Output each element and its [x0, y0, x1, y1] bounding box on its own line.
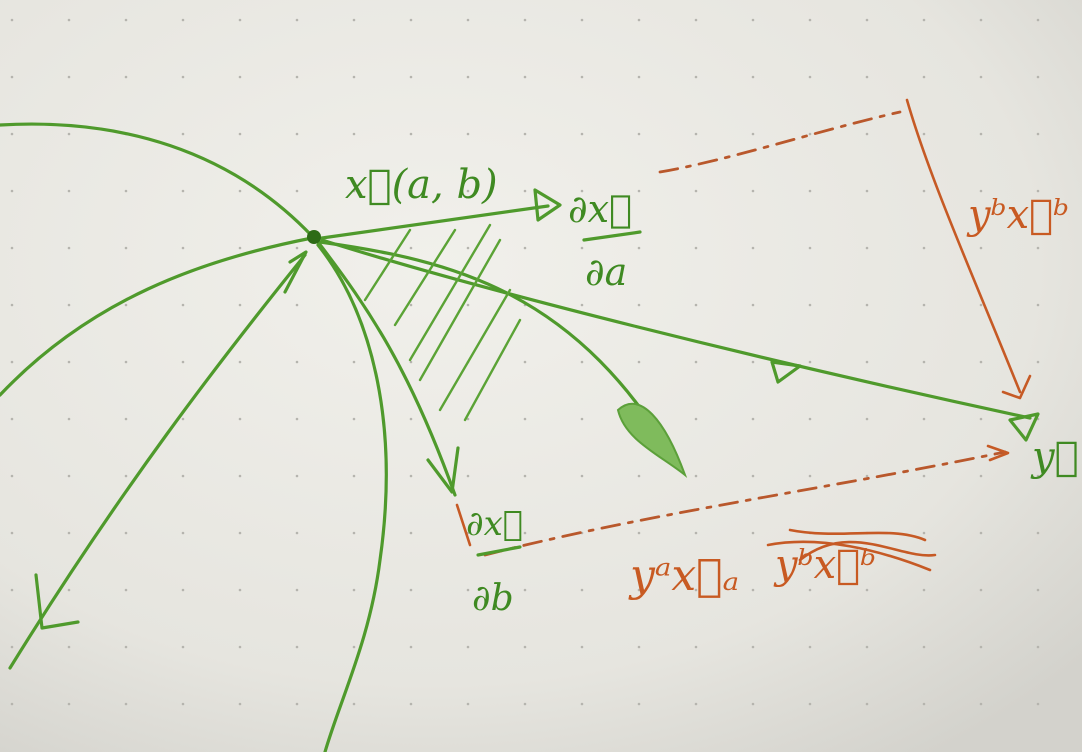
tangent-vector-b [316, 240, 457, 497]
label-partial-a-numerator: ∂x⃗ [568, 187, 632, 231]
tangent-vector-a [320, 204, 550, 240]
arrowhead-target [1008, 412, 1040, 442]
svg-text:yᵇx⃗ᵇ: yᵇx⃗ᵇ [773, 542, 876, 588]
projection-line-b [905, 98, 1022, 394]
struck-out-term: yᵇx⃗ᵇ [766, 528, 937, 588]
projection-arrow-b [1001, 374, 1032, 400]
fraction-bar-a [582, 230, 642, 242]
arrowhead-target-mid [770, 360, 802, 384]
arrow-lower-left [8, 253, 307, 670]
ink-blob [616, 402, 688, 479]
point-marker [307, 230, 321, 244]
curve-left-sweep [0, 236, 314, 397]
curve-down [316, 243, 388, 752]
label-point: x⃗(a, b) [345, 162, 498, 208]
dashed-top [658, 110, 902, 174]
red-tick-near-db [455, 503, 472, 547]
arrowhead-mid-left [283, 250, 308, 294]
label-component-a: yᵃx⃗ₐ [628, 550, 739, 601]
label-partial-a-denominator: ∂a [585, 250, 627, 294]
dashed-bottom [483, 450, 1007, 557]
label-component-b: yᵇx⃗ᵇ [966, 192, 1069, 238]
curve-upper-left [0, 122, 314, 238]
label-target: y⃗ [1030, 434, 1079, 480]
label-partial-b-numerator: ∂x⃗ [466, 504, 523, 544]
arrowhead-a [533, 188, 562, 222]
hatching [363, 223, 522, 422]
arrowhead-lower-left [34, 573, 80, 630]
projection-arrow-a [986, 444, 1010, 462]
fraction-bar-b [476, 545, 522, 557]
curve-to-target [320, 238, 1032, 420]
label-partial-b-denominator: ∂b [472, 578, 514, 619]
arrowhead-b [426, 446, 460, 494]
